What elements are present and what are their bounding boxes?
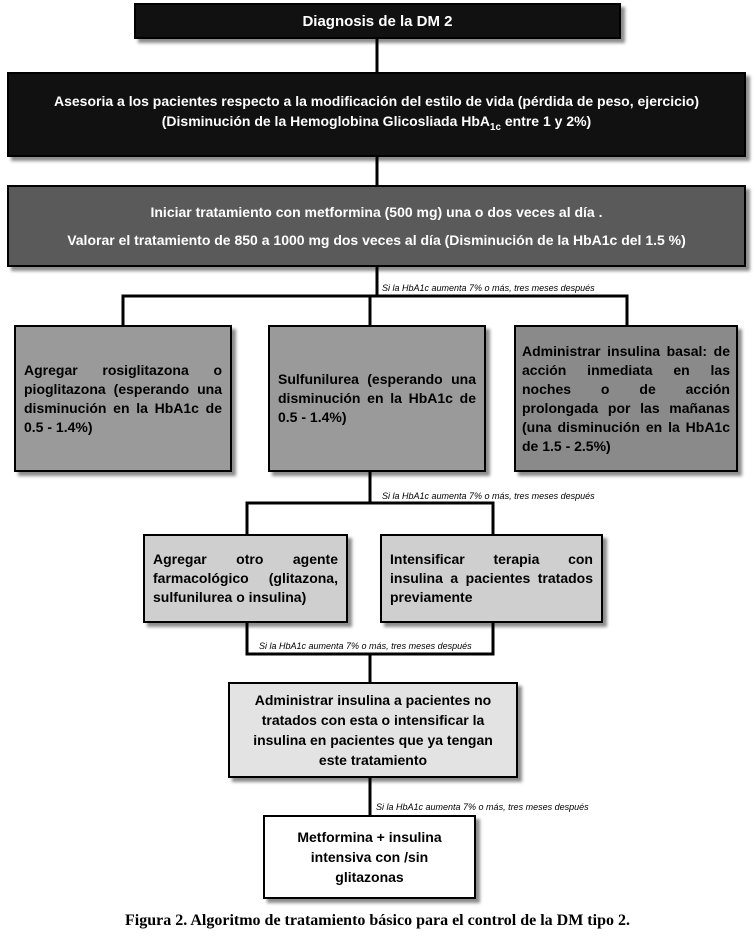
final-label: Metformina + insulina intensiva con /sin…	[297, 829, 442, 885]
metformin-box: Iniciar tratamiento con metformina (500 …	[7, 185, 746, 267]
intensify-label: Intensificar terapia con insulina a paci…	[390, 551, 593, 605]
branch-1-bar	[121, 294, 629, 325]
administer-insulin-box: Administrar insulina a pacientes no trat…	[228, 682, 518, 778]
administer-insulin-label: Administrar insulina a pacientes no trat…	[253, 692, 493, 768]
branch-2-bar	[245, 501, 495, 534]
basal-insulin-label: Administrar insulina basal: de acción in…	[522, 342, 730, 454]
condition-note-2: Si la HbA1c aumenta 7% o más, tres meses…	[382, 491, 595, 501]
counseling-line2-text: (Disminución de la Hemoglobina Glicoslia…	[161, 113, 491, 130]
other-agent-box: Agregar otro agente farmacológico (glita…	[143, 534, 348, 623]
counseling-line2-sub: 1c	[490, 121, 501, 133]
metformin-line1: Iniciar tratamiento con metformina (500 …	[150, 204, 603, 220]
sulfonylurea-box: Sulfunilurea (esperando una disminución …	[268, 325, 486, 472]
diagnosis-label: Diagnosis de la DM 2	[302, 12, 453, 30]
intensify-box: Intensificar terapia con insulina a paci…	[380, 534, 603, 623]
figure-caption: Figura 2. Algoritmo de tratamiento básic…	[125, 912, 630, 929]
rosiglitazone-box: Agregar rosiglitazona o pioglitazona (es…	[14, 325, 232, 472]
basal-insulin-box: Administrar insulina basal: de acción in…	[514, 325, 738, 472]
counseling-box: Asesoria a los pacientes respecto a la m…	[7, 72, 746, 157]
metformin-line2: Valorar el tratamiento de 850 a 1000 mg …	[67, 232, 686, 248]
counseling-line2-end: entre 1 y 2%)	[500, 113, 592, 130]
counseling-line2: (Disminución de la Hemoglobina Glicoslia…	[162, 111, 591, 138]
final-box: Metformina + insulina intensiva con /sin…	[263, 815, 476, 899]
rosiglitazone-label: Agregar rosiglitazona o pioglitazona (es…	[24, 361, 222, 435]
counseling-line1: Asesoria a los pacientes respecto a la m…	[53, 93, 699, 110]
condition-note-1: Si la HbA1c aumenta 7% o más, tres meses…	[382, 283, 595, 293]
other-agent-label: Agregar otro agente farmacológico (glita…	[153, 551, 338, 605]
sulfonylurea-label: Sulfunilurea (esperando una disminución …	[278, 371, 476, 425]
condition-note-3: Si la HbA1c aumenta 7% o más, tres meses…	[259, 641, 472, 651]
condition-note-4: Si la HbA1c aumenta 7% o más, tres meses…	[376, 802, 589, 812]
diagnosis-box: Diagnosis de la DM 2	[134, 3, 621, 39]
